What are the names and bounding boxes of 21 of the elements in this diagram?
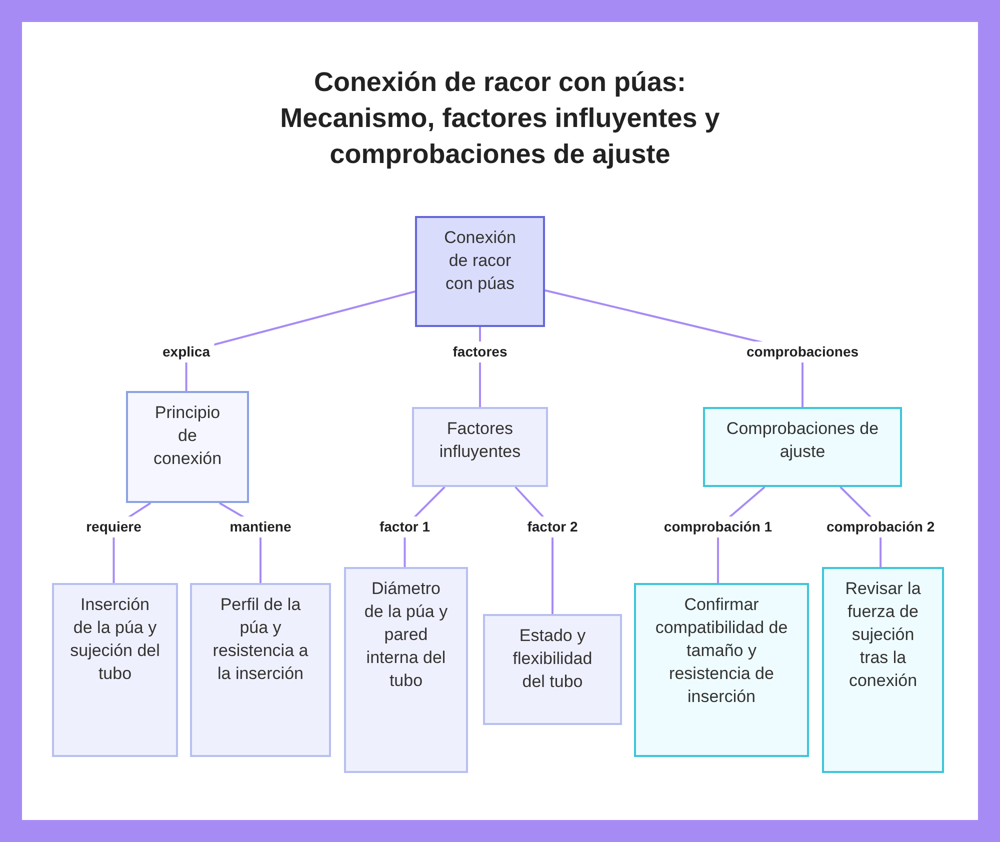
concept-box [483,614,622,725]
concept-box [412,407,548,487]
concept-box [52,583,178,757]
concept-box [703,407,902,487]
concept-box [190,583,331,757]
node-text: Perfil de la púa y resistencia a la inserción [212,594,310,685]
node-text: Estado y flexibilidad del tubo [512,625,594,693]
diagram-title: Conexión de racor con púas: Mecanismo, factores influyentes y comprobaciones de ajuste [279,66,721,171]
concept-box [344,567,468,773]
node-text: Revisar la fuerza de sujeción tras la conexión [844,578,922,692]
node-text: Principio de conexión [152,402,223,470]
node-text: Inserción de la púa y sujeción del tubo [70,594,160,685]
node-text: Confirmar compatibilidad de tamaño y resistencia de inserción [654,594,789,708]
node-text: Factores influyentes [438,418,522,463]
node-text: Conexión de racor con púas [443,227,517,295]
node-text: Diámetro de la púa y pared interna del tubo [363,578,449,692]
concept-box [634,583,809,757]
concept-box [415,216,545,327]
concept-box [126,391,249,503]
concept-box [822,567,944,773]
node-text: Comprobaciones de ajuste [725,418,880,463]
